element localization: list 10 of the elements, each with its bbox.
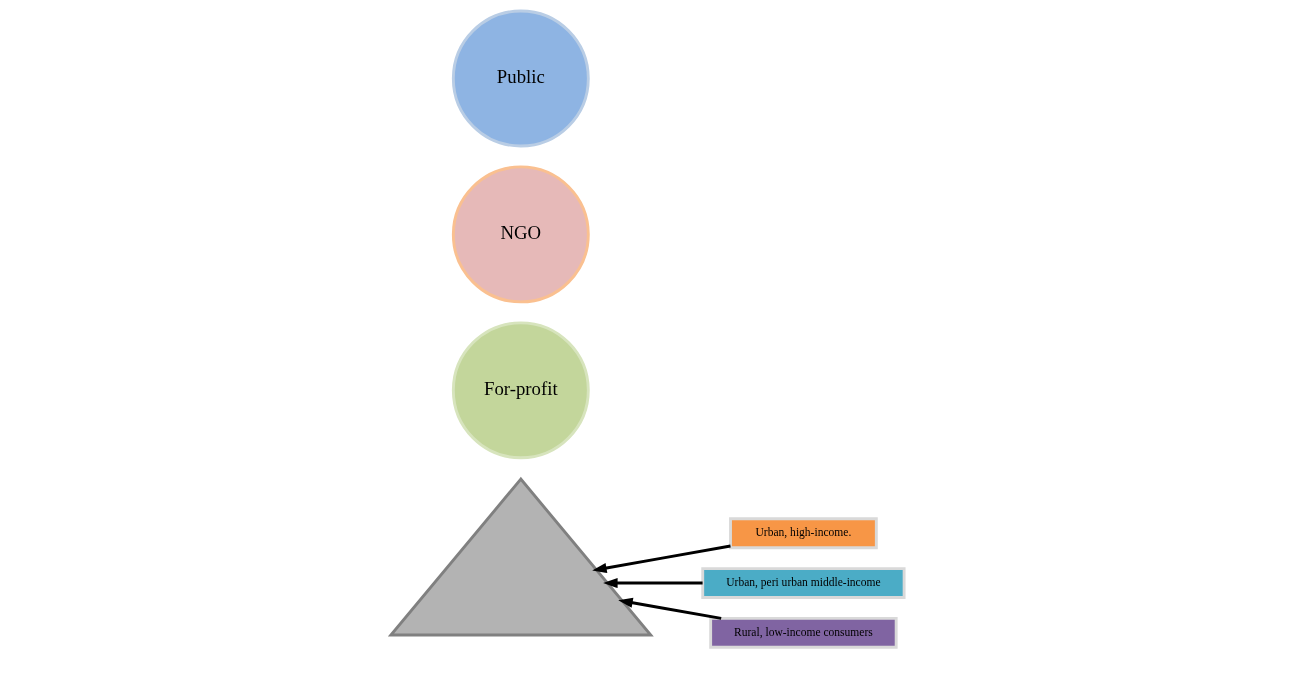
node-box: Urban, peri urban middle-income — [700, 567, 906, 599]
node-circle: NGO — [451, 165, 590, 304]
arrow — [602, 578, 703, 589]
node-circle: Public — [451, 9, 590, 148]
node-triangle — [387, 476, 654, 637]
arrow — [591, 544, 731, 573]
node-box: Urban, high-income. — [728, 517, 878, 550]
node-box: Rural, low-income consumers — [708, 617, 898, 649]
arrow — [617, 597, 721, 620]
node-circle: For-profit — [451, 321, 590, 460]
